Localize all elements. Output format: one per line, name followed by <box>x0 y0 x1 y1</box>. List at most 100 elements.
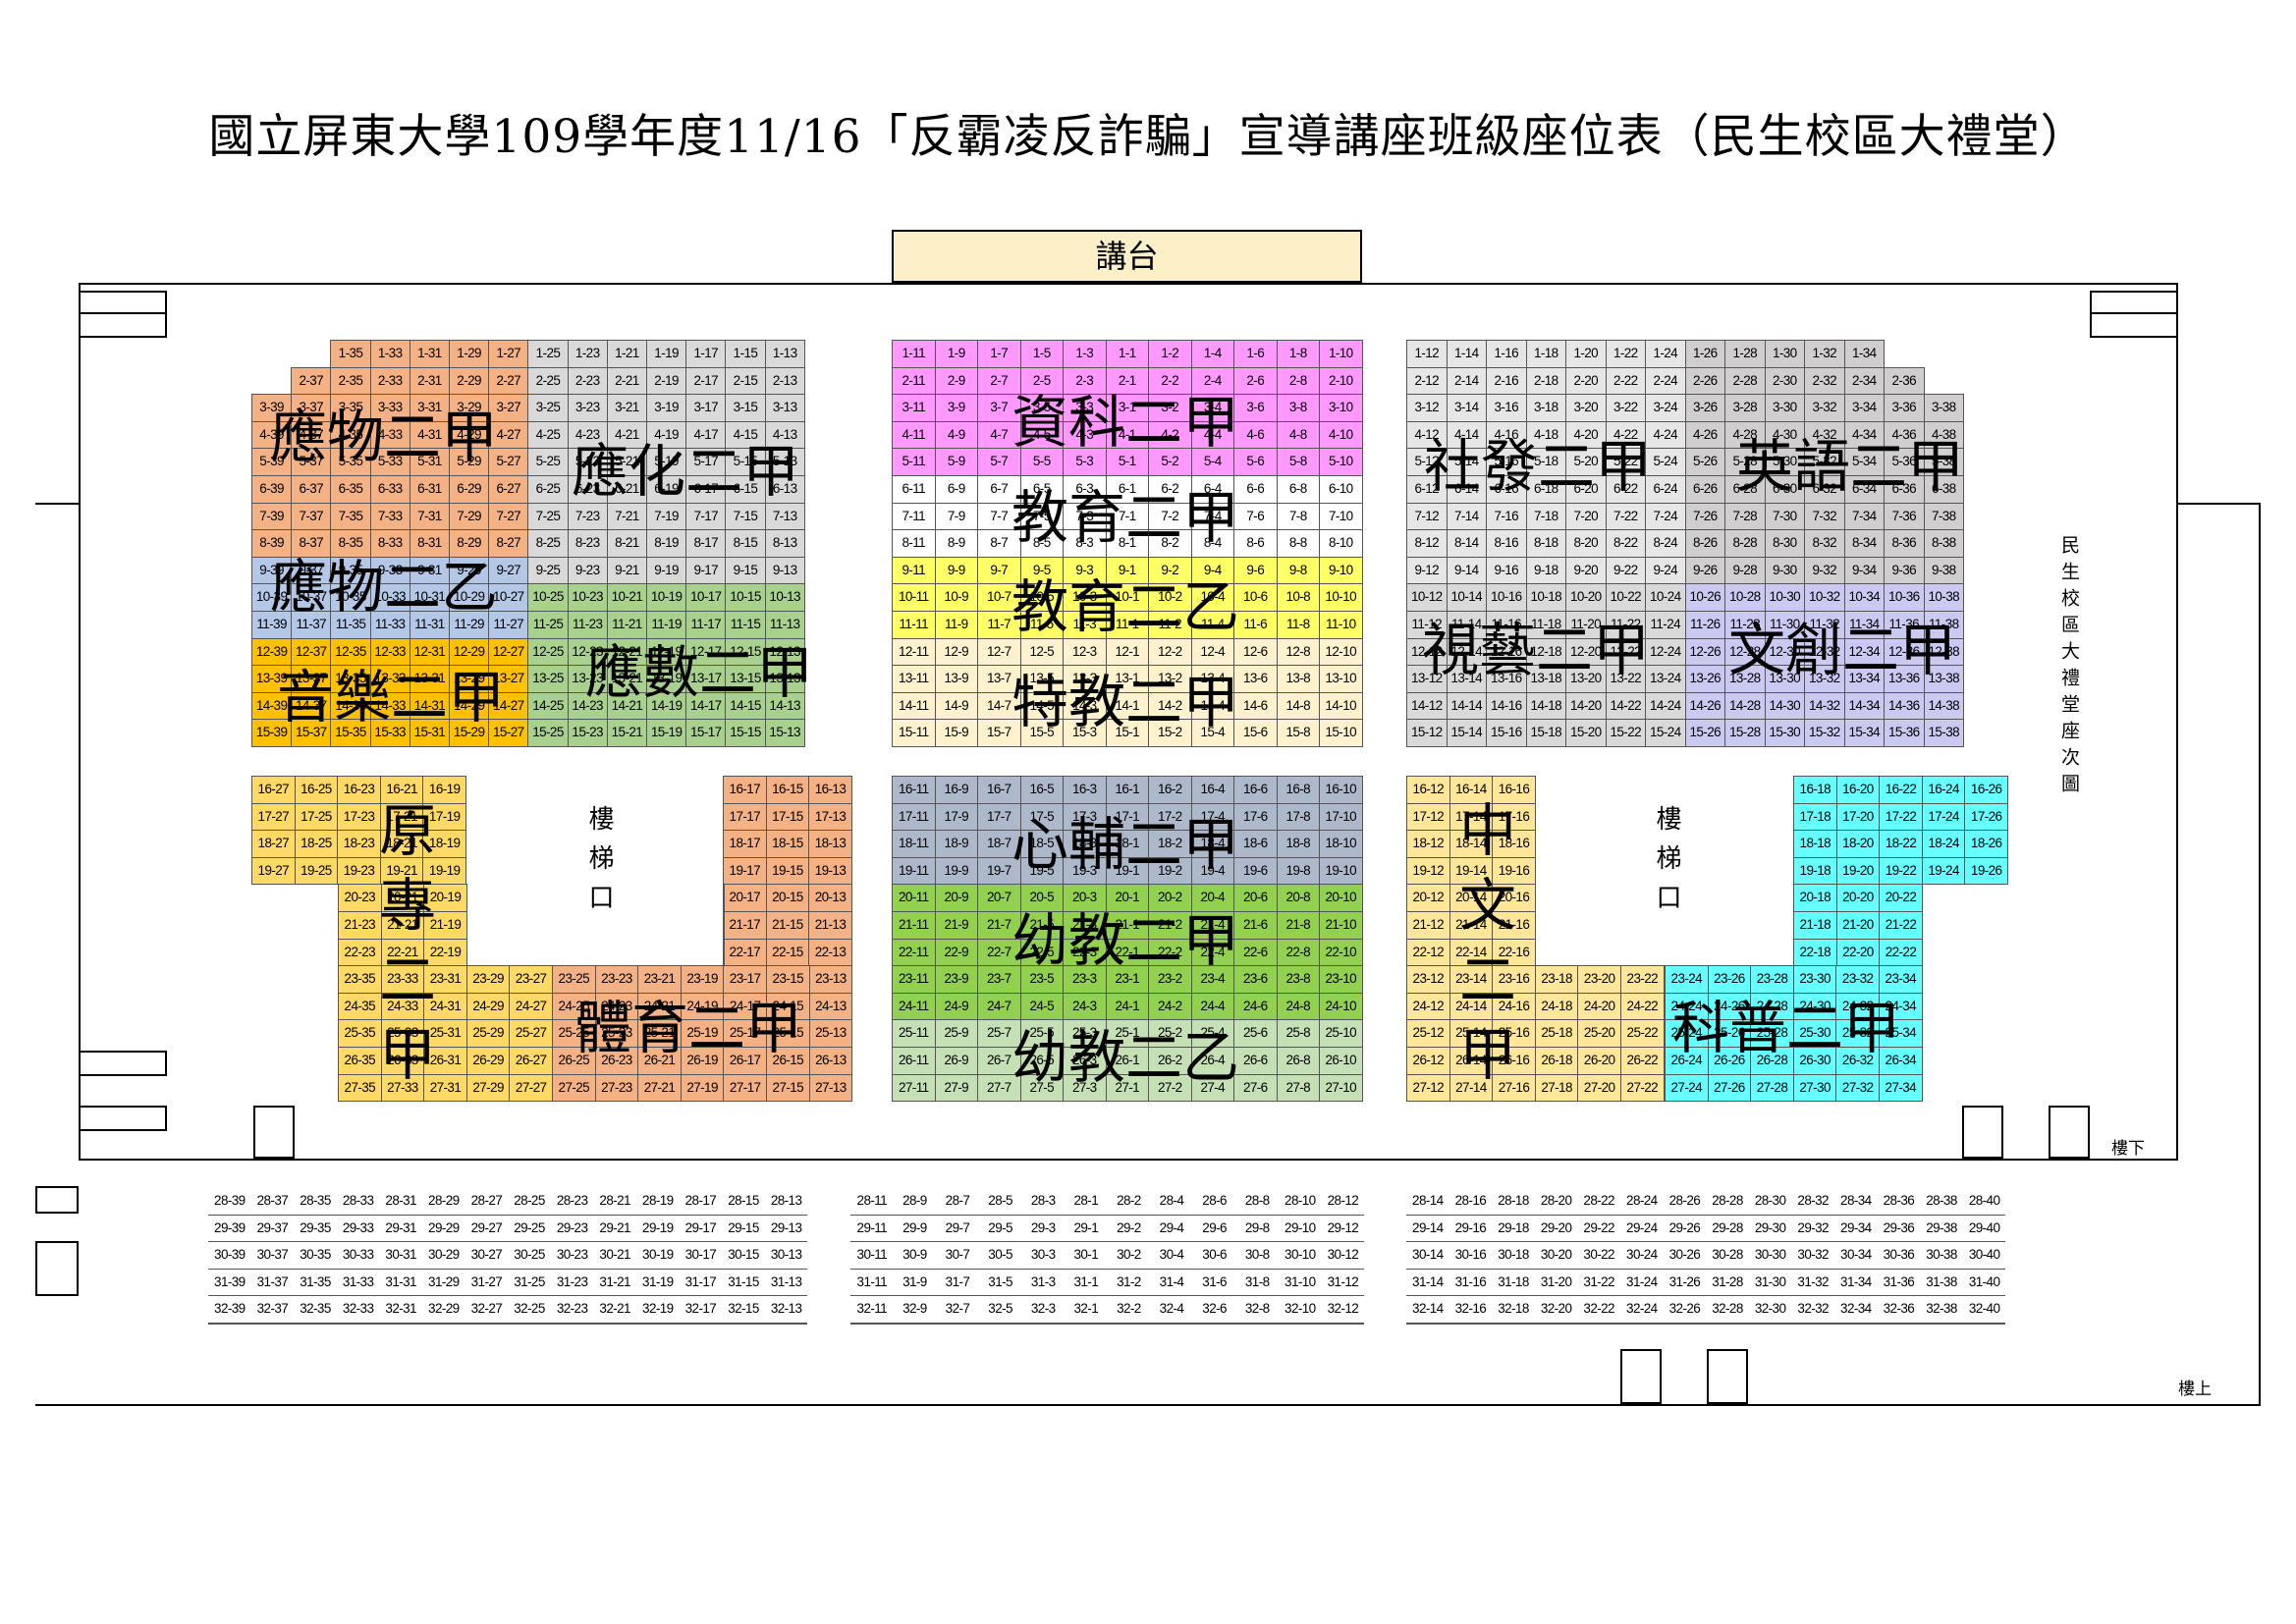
seat-cell: 28-34 <box>1834 1188 1878 1217</box>
seat-cell: 17-22 <box>1879 802 1923 832</box>
seat-cell: 19-26 <box>1964 856 2008 886</box>
seat-cell: 14-31 <box>409 691 450 721</box>
seat-cell: 8-16 <box>1486 529 1527 558</box>
seat-cell: 7-33 <box>369 502 410 531</box>
seat-cell: 28-7 <box>936 1188 979 1217</box>
seat-cell: 26-16 <box>1492 1047 1536 1075</box>
seat-cell: 18-7 <box>977 830 1021 858</box>
seat-cell: 12-18 <box>1525 637 1566 667</box>
seat-cell: 10-17 <box>685 583 727 612</box>
seat-cell: 6-13 <box>764 475 805 504</box>
seat-cell: 10-10 <box>1319 583 1363 612</box>
seat-cell: 23-35 <box>338 965 382 994</box>
seat-cell: 32-7 <box>936 1296 979 1325</box>
seat-cell: 25-4 <box>1190 1019 1234 1048</box>
seat-cell: 17-4 <box>1190 802 1234 832</box>
seat-cell: 1-19 <box>646 340 687 368</box>
seat-cell: 8-15 <box>725 529 766 558</box>
seat-cell: 32-31 <box>379 1296 422 1325</box>
seat-cell: 28-19 <box>636 1188 680 1217</box>
seat-cell: 3-36 <box>1884 394 1925 422</box>
seat-cell: 1-29 <box>449 340 490 368</box>
seat-cell: 32-29 <box>422 1296 465 1325</box>
seat-cell: 12-39 <box>251 637 293 667</box>
seat-cell: 24-10 <box>1319 992 1363 1021</box>
seat-cell: 6-16 <box>1486 475 1527 504</box>
seat-cell: 3-39 <box>251 394 293 422</box>
seat-cell: 2-24 <box>1645 366 1686 396</box>
seat-cell: 31-38 <box>1920 1269 1963 1298</box>
seat-cell: 11-10 <box>1319 611 1363 639</box>
seat-cell: 9-32 <box>1804 556 1845 585</box>
seat-cell: 26-20 <box>1577 1047 1621 1075</box>
seat-cell: 26-10 <box>1319 1047 1363 1075</box>
seat-cell: 5-11 <box>892 448 936 476</box>
seat-cell: 21-18 <box>1793 911 1837 940</box>
seat-cell: 2-36 <box>1884 366 1925 396</box>
seat-cell: 22-11 <box>892 938 936 967</box>
seat-cell: 21-12 <box>1406 911 1450 940</box>
seat-cell: 15-29 <box>449 719 490 747</box>
seat-cell: 10-6 <box>1233 583 1278 612</box>
seat-cell: 14-12 <box>1406 691 1448 721</box>
seat-cell: 2-31 <box>409 366 450 396</box>
seat-cell: 31-35 <box>294 1269 337 1298</box>
seat-cell: 29-26 <box>1663 1215 1707 1244</box>
seat-cell: 17-6 <box>1233 802 1278 832</box>
seat-cell: 22-14 <box>1449 938 1494 967</box>
seat-cell: 8-34 <box>1843 529 1885 558</box>
seat-cell <box>723 911 725 940</box>
seat-cell: 9-18 <box>1525 556 1566 585</box>
seat-cell: 5-25 <box>527 448 569 476</box>
seat-cell: 17-2 <box>1148 802 1192 832</box>
seat-cell: 19-20 <box>1835 856 1881 886</box>
seat-cell: 19-10 <box>1319 856 1363 886</box>
seat-cell: 4-35 <box>330 420 371 450</box>
seat-cell: 2-13 <box>764 366 805 396</box>
seat-cell: 3-14 <box>1446 394 1487 422</box>
seat-cell: 6-30 <box>1764 475 1805 504</box>
seat-cell: 8-18 <box>1525 529 1566 558</box>
seat-cell: 24-19 <box>680 992 725 1021</box>
seat-cell: 13-17 <box>685 665 727 693</box>
seat-cell: 24-18 <box>1534 992 1579 1021</box>
seat-cell: 9-15 <box>725 556 766 585</box>
seat-cell: 9-28 <box>1724 556 1766 585</box>
seat-cell: 28-11 <box>850 1188 894 1217</box>
seat-cell: 8-30 <box>1764 529 1805 558</box>
seat-cell: 3-22 <box>1605 394 1646 422</box>
seat-cell: 32-23 <box>550 1296 594 1325</box>
seat-cell: 19-19 <box>422 856 466 886</box>
seat-cell: 26-22 <box>1620 1047 1665 1075</box>
seat-cell: 22-10 <box>1319 938 1363 967</box>
seat-cell: 7-8 <box>1276 502 1320 531</box>
seat-cell: 21-14 <box>1449 911 1494 940</box>
seat-cell: 17-19 <box>422 802 466 832</box>
pillar-br-2 <box>2049 1106 2090 1159</box>
seat-cell: 10-15 <box>725 583 766 612</box>
seat-cell: 12-8 <box>1276 637 1320 667</box>
seat-cell: 32-19 <box>636 1296 680 1325</box>
seat-cell: 23-26 <box>1707 965 1752 994</box>
seat-cell: 6-20 <box>1565 475 1607 504</box>
seat-cell: 3-28 <box>1724 394 1766 422</box>
seat-cell: 28-9 <box>893 1188 937 1217</box>
seat-cell: 9-11 <box>892 556 936 585</box>
seat-cell: 13-3 <box>1063 665 1107 693</box>
seat-cell: 32-9 <box>893 1296 937 1325</box>
seat-cell: 32-8 <box>1235 1296 1279 1325</box>
seat-cell: 5-21 <box>606 448 647 476</box>
seat-cell: 16-6 <box>1233 776 1278 804</box>
seat-cell: 30-3 <box>1021 1242 1065 1271</box>
seat-cell: 4-27 <box>488 420 529 450</box>
seat-cell: 11-15 <box>725 611 766 639</box>
seat-cell: 11-2 <box>1148 611 1192 639</box>
seat-cell: 9-8 <box>1276 556 1320 585</box>
seat-cell: 1-23 <box>567 340 608 368</box>
seat-cell: 9-37 <box>291 556 332 585</box>
seat-cell: 25-16 <box>1492 1019 1536 1048</box>
seat-cell: 29-20 <box>1534 1215 1578 1244</box>
door-top-left-2 <box>79 312 167 338</box>
seat-cell: 3-32 <box>1804 394 1845 422</box>
seat-cell: 5-24 <box>1645 448 1686 476</box>
